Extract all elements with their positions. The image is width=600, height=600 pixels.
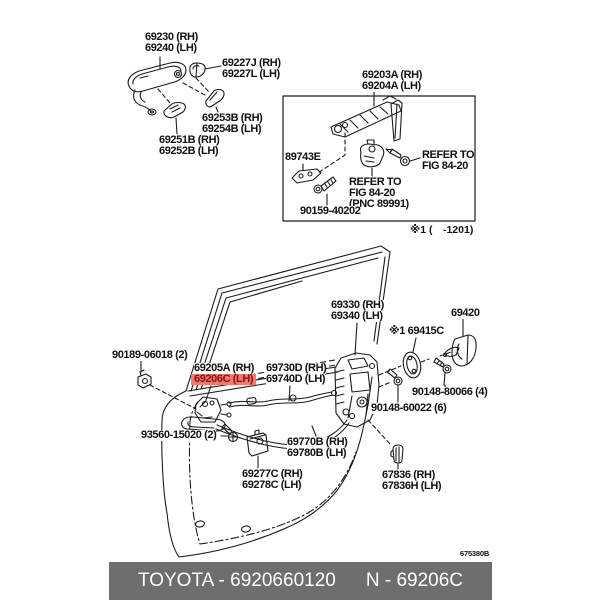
part-label-69205[interactable]: 69205A (RH) 69206C (LH) xyxy=(191,362,257,385)
screw-fig84-drawing xyxy=(399,155,411,167)
figure-code: 675380B xyxy=(460,549,490,558)
applicability-note: ※1 ( -1201) xyxy=(410,224,474,236)
part-number-line-1: 89743E xyxy=(285,151,321,163)
refer-note-right: REFER TO FIG 84-20 xyxy=(422,149,475,172)
footer-part-number: TOYOTA - 6920660120 xyxy=(137,570,336,591)
lock-cable-upper xyxy=(228,391,333,404)
part-number-line-1: 69227J (RH) xyxy=(222,57,281,69)
part-number-line-1: 69730D (RH) xyxy=(266,362,327,374)
pad-69251-drawing xyxy=(163,101,186,119)
part-number-line-1: 90159-40202 xyxy=(300,205,361,217)
handle-stalk xyxy=(133,89,152,113)
part-number-line-2: 69204A (LH) xyxy=(362,80,421,92)
part-label-93560[interactable]: 93560-15020 (2) xyxy=(141,429,217,441)
part-number-line-1: 90148-60022 (6) xyxy=(371,402,447,414)
part-label-69203[interactable]: 69203A (RH) 69204A (LH) xyxy=(362,70,422,92)
part-number-line-2: 69780B (LH) xyxy=(287,447,347,459)
refer-line-2: FIG 84-20 xyxy=(349,187,395,199)
refer-line-1: REFER TO xyxy=(422,149,475,161)
part-number-line-1: 69330 (RH) xyxy=(331,299,384,311)
inside-handle-frame-drawing xyxy=(194,396,222,423)
part-number-line-1: 90189-06018 (2) xyxy=(112,349,188,361)
refer-note-center: REFER TO FIG 84-20 (PNC 89991) xyxy=(349,177,409,210)
part-label-90148-80066[interactable]: 90148-80066 (4) xyxy=(412,386,488,398)
part-number-line-2: 69340 (LH) xyxy=(331,310,383,322)
screw-90159-drawing xyxy=(313,184,323,194)
plate-69415-drawing xyxy=(402,351,422,379)
part-label-69330[interactable]: 69330 (RH) 69340 (LH) xyxy=(331,300,384,322)
striker-67836-drawing xyxy=(392,444,404,464)
part-number-line-2: 69252B (LH) xyxy=(159,145,219,157)
part-number-line-1: ※1 69415C xyxy=(389,325,444,337)
part-label-69253[interactable]: 69253B (RH) 69254B (LH) xyxy=(202,112,263,135)
part-label-69420[interactable]: 69420 xyxy=(451,308,480,319)
part-number-line-1: 69205A (RH) xyxy=(194,362,254,374)
part-label-67836[interactable]: 67836 (RH) 67836H (LH) xyxy=(382,469,442,492)
part-label-90189[interactable]: 90189-06018 (2) xyxy=(112,349,188,361)
footer-part-code: N - 69206C xyxy=(365,570,464,591)
grommet-90189-drawing xyxy=(137,373,152,389)
part-number-line-1: 69251B (RH) xyxy=(159,134,220,146)
pad-69253-drawing xyxy=(205,88,225,108)
bracket-89743-drawing xyxy=(291,168,322,184)
part-label-69730[interactable]: 69730D (RH) 69740D (LH) xyxy=(266,362,327,385)
part-label-90148-60022[interactable]: 90148-60022 (6) xyxy=(371,402,447,414)
part-number-line-1: 93560-15020 (2) xyxy=(141,429,217,441)
part-number-line-1: 69230 (RH) xyxy=(145,31,198,43)
part-number-line-2: 69227L (LH) xyxy=(222,68,280,80)
refer-line-1: REFER TO xyxy=(349,176,402,188)
part-number-line-2: 69740D (LH) xyxy=(266,373,326,385)
part-label-69251[interactable]: 69251B (RH) 69252B (LH) xyxy=(159,134,220,157)
window-frame-drawing xyxy=(185,245,391,392)
part-number-line-2: 69278C (LH) xyxy=(242,479,302,491)
part-label-69230[interactable]: 69230 (RH) 69240 (LH) xyxy=(145,32,198,54)
protector-69277-drawing xyxy=(246,432,269,457)
refer-line-2: FIG 84-20 xyxy=(422,160,468,172)
part-number-line-1: 69253B (RH) xyxy=(202,112,263,124)
refer-line-3: (PNC 89991) xyxy=(349,198,409,210)
outer-handle-drawing xyxy=(127,61,187,93)
part-label-90159[interactable]: 90159-40202 xyxy=(300,205,361,217)
part-label-89743e[interactable]: 89743E xyxy=(285,152,321,163)
part-label-69770[interactable]: 69770B (RH) 69780B (LH) xyxy=(287,436,348,459)
highlighted-part-69206c[interactable]: 69206C (LH) xyxy=(191,374,257,385)
part-number-line-2: 69240 (LH) xyxy=(145,42,197,54)
part-label-69227[interactable]: 69227J (RH) 69227L (LH) xyxy=(222,58,281,80)
footer-part-bar: TOYOTA - 6920660120 N - 69206C xyxy=(109,562,492,600)
part-label-69277[interactable]: 69277C (RH) 69278C (LH) xyxy=(242,468,303,491)
sensor-drawing xyxy=(359,143,385,168)
bolt-90148-80066-drawing xyxy=(442,364,452,374)
part-number-line-1: 90148-80066 (4) xyxy=(412,386,488,398)
leader-lines xyxy=(205,318,464,437)
part-number-line-2: 67836H (LH) xyxy=(382,480,442,492)
part-number-line-1: 67836 (RH) xyxy=(382,469,435,481)
part-number-line-1: 69203A (RH) xyxy=(362,69,422,81)
part-number-line-1: 69770B (RH) xyxy=(287,436,348,448)
part-number-line-1: 69420 xyxy=(451,307,480,319)
part-number-line-1: 69277C (RH) xyxy=(242,468,303,480)
frame-assembly-drawing xyxy=(330,101,402,138)
door-lock-drawing xyxy=(334,352,380,428)
part-number-line-2: 69254B (LH) xyxy=(202,123,262,135)
part-label-69415c[interactable]: ※1 69415C xyxy=(389,326,444,337)
door-check-69420-drawing xyxy=(451,334,477,367)
